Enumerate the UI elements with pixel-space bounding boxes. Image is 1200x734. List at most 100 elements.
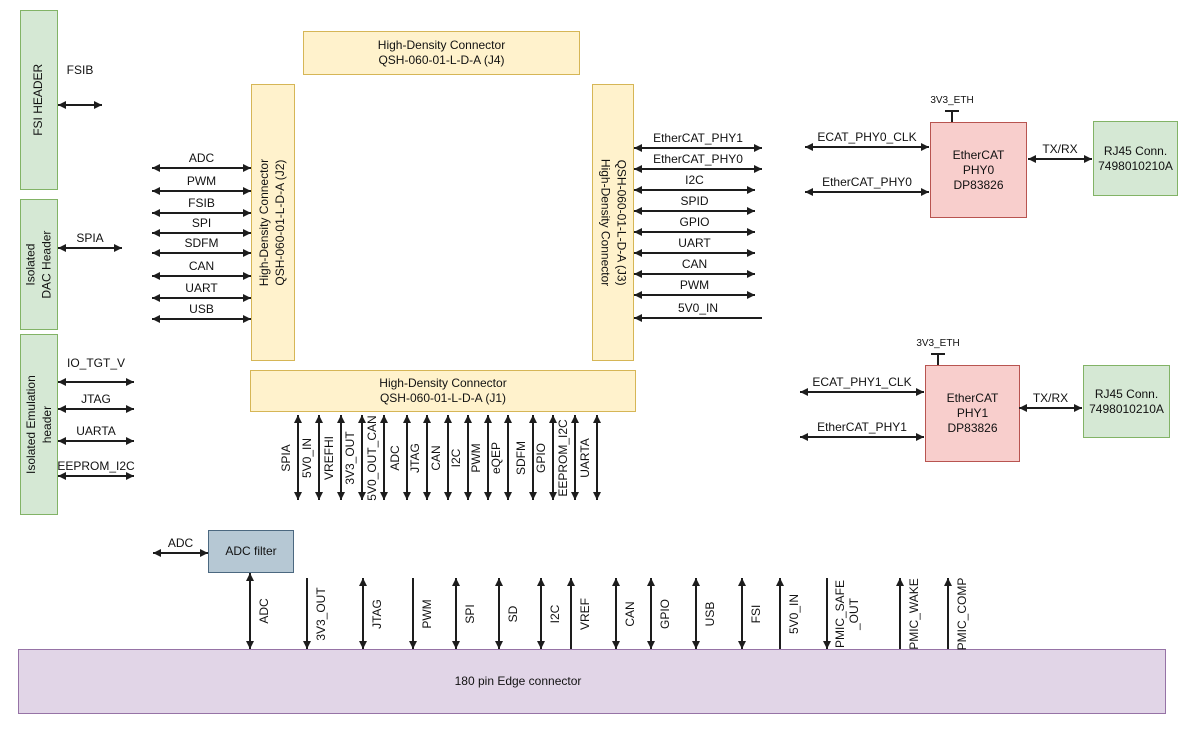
signal-label-ecat-phy0-clk: ECAT_PHY0_CLK [817, 130, 917, 144]
signal-label-pwm: PWM [679, 278, 710, 292]
signal-arrow-gpio [634, 227, 755, 237]
signal-label-pmic-safe-out: PMIC_SAFE _OUT [833, 579, 861, 648]
signal-arrow-5v0-in [634, 313, 762, 323]
signal-arrow-i2c [463, 415, 473, 500]
signal-arrow-vrefhi [336, 415, 346, 500]
signal-arrow-pmic-comp [943, 578, 953, 649]
signal-label-fsib: FSIB [188, 196, 215, 210]
signal-label-spi: SPI [191, 216, 212, 230]
signal-label-can: CAN [188, 259, 215, 273]
isolated-dac-header-line2: DAC Header [39, 230, 53, 299]
signal-arrow-spi [451, 578, 461, 649]
signal-arrow-5v0-out-can [379, 415, 389, 500]
signal-label-5v0-in: 5V0_IN [787, 593, 802, 634]
isolated-dac-header-box: Isolated DAC Header [20, 199, 58, 330]
signal-arrow-eqep [503, 415, 513, 500]
connector-j1-box: High-Density Connector QSH-060-01-L-D-A … [250, 370, 636, 412]
3v3-eth-rail-label-0: 3V3_ETH [930, 95, 974, 106]
signal-arrow-spid [634, 206, 755, 216]
signal-arrow-adc [152, 163, 251, 173]
signal-arrow-pmic-wake [895, 578, 905, 649]
signal-arrow-i2c [634, 185, 755, 195]
signal-label-can: CAN [429, 444, 444, 471]
isolated-dac-header-line1: Isolated [23, 243, 38, 286]
signal-arrow-adc [402, 415, 412, 500]
rj45-connector-1-label: RJ45 Conn. 7498010210A [1089, 387, 1164, 417]
signal-label-jtag: JTAG [408, 442, 423, 473]
signal-label-fsi: FSI [749, 604, 764, 623]
signal-label-gpio: GPIO [679, 215, 710, 229]
signal-label-jtag: JTAG [81, 392, 111, 406]
3v3-eth-rail-label-1: 3V3_ETH [916, 338, 960, 349]
connector-j3-box: QSH-060-01-L-D-A (J3) High-Density Conne… [592, 84, 634, 361]
signal-arrow-jtag [358, 578, 368, 649]
signal-label-vrefhi: VREFHI [322, 435, 337, 480]
signal-arrow-ethercat-phy0 [805, 187, 929, 197]
signal-arrow-sdfm [528, 415, 538, 500]
ethercat-phy1-label: EtherCAT PHY1 DP83826 [947, 391, 999, 436]
signal-arrow-spi [152, 228, 251, 238]
signal-label-pmic-wake: PMIC_WAKE [907, 577, 922, 650]
signal-label-uarta: UARTA [76, 424, 116, 438]
ethercat-phy1-box: EtherCAT PHY1 DP83826 [925, 365, 1020, 462]
signal-arrow-5v0-in [775, 578, 785, 649]
signal-arrow-can [152, 271, 251, 281]
signal-label-adc: ADC [388, 444, 403, 471]
rj45-connector-0-label: RJ45 Conn. 7498010210A [1098, 144, 1173, 174]
connector-j4-line1: High-Density Connector [377, 38, 506, 52]
signal-label-i2c: I2C [449, 448, 464, 467]
signal-label-can: CAN [623, 600, 638, 627]
signal-label-uarta: UARTA [578, 437, 593, 478]
signal-label-i2c: I2C [685, 173, 704, 187]
rj45-connector-1-line1: RJ45 Conn. [1094, 386, 1159, 401]
signal-arrow-tx-rx [1028, 154, 1092, 164]
connector-j4-line2: QSH-060-01-L-D-A (J4) [378, 53, 505, 67]
signal-label-adc: ADC [188, 151, 215, 165]
adc-filter-label: ADC filter [225, 544, 277, 558]
signal-label-sd: SD [506, 605, 521, 622]
signal-arrow-fsib [58, 100, 102, 110]
signal-label-ecat-phy1-clk: ECAT_PHY1_CLK [812, 375, 912, 389]
signal-label-ethercat-phy1: EtherCAT_PHY1 [817, 420, 907, 434]
signal-label-usb: USB [189, 302, 214, 316]
fsi-header-box: FSI HEADER [20, 10, 58, 190]
signal-label-3v3-out: 3V3_OUT [314, 586, 329, 641]
power-rail-icon [931, 353, 945, 365]
signal-arrow-can [611, 578, 621, 649]
signal-arrow-gpio [646, 578, 656, 649]
signal-arrow-usb [152, 314, 251, 324]
signal-arrow-jtag [58, 404, 134, 414]
rj45-connector-1-box: RJ45 Conn. 7498010210A [1083, 365, 1170, 438]
signal-label-adc: ADC [257, 598, 272, 624]
signal-arrow-ethercat-phy1 [800, 432, 924, 442]
isolated-emulation-header-label: Isolated Emulation header [23, 375, 54, 474]
signal-label-sdfm: SDFM [514, 440, 529, 475]
signal-arrow-pwm [408, 578, 418, 649]
signal-arrow-adc [245, 573, 255, 649]
signal-arrow-fsib [152, 208, 251, 218]
ethercat-phy1-line1: EtherCAT [946, 391, 999, 405]
signal-arrow-ecat-phy1-clk [800, 387, 924, 397]
connector-j1-label: High-Density Connector QSH-060-01-L-D-A … [379, 376, 506, 406]
connector-j3-line2: QSH-060-01-L-D-A (J3) [614, 159, 629, 286]
signal-label-eeprom-i2c: EEPROM_I2C [57, 459, 135, 473]
isolated-dac-header-label: Isolated DAC Header [23, 230, 54, 298]
power-rail-icon [945, 110, 959, 122]
signal-arrow-ethercat-phy0 [634, 164, 762, 174]
signal-arrow-pwm [634, 290, 755, 300]
signal-label-pwm: PWM [469, 442, 484, 473]
rj45-connector-1-line2: 7498010210A [1089, 401, 1164, 416]
signal-label-ethercat-phy0: EtherCAT_PHY0 [653, 152, 743, 166]
signal-arrow-gpio [548, 415, 558, 500]
signal-label-tx-rx: TX/RX [1042, 142, 1078, 156]
rj45-connector-0-line2: 7498010210A [1098, 158, 1173, 173]
ethercat-phy1-line3: DP83826 [947, 421, 998, 435]
signal-label-5v0-out-can: 5V0_OUT_CAN [365, 414, 380, 501]
signal-arrow-ethercat-phy1 [634, 143, 762, 153]
signal-arrow-3v3-out [302, 578, 312, 649]
signal-label-5v0-in: 5V0_IN [300, 437, 315, 478]
signal-arrow-jtag [422, 415, 432, 500]
signal-arrow-can [634, 269, 755, 279]
signal-arrow-io-tgt-v [58, 377, 134, 387]
